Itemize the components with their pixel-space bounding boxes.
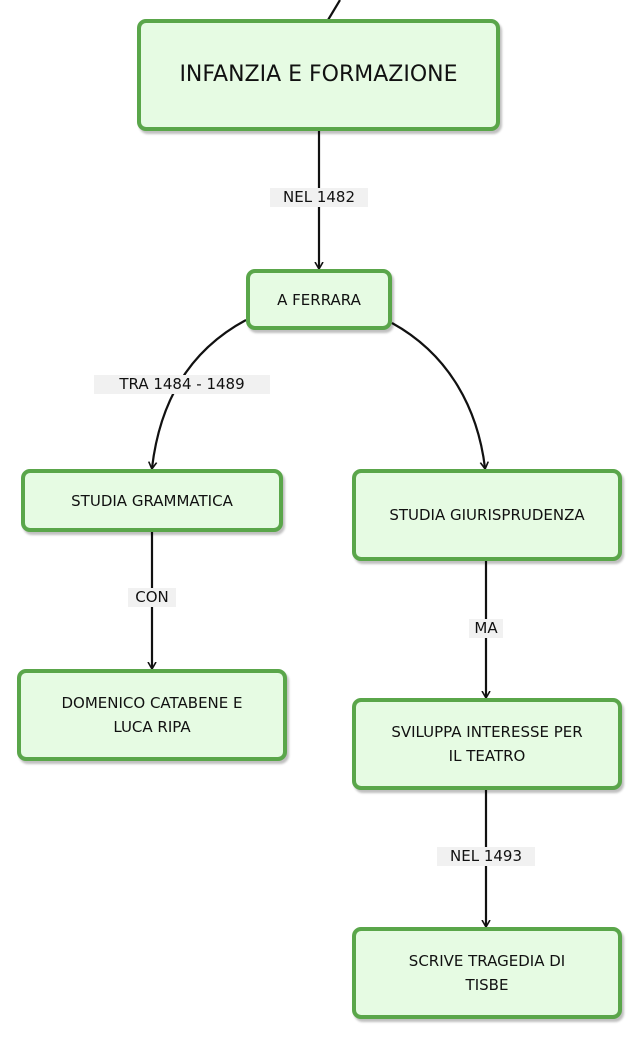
node-studia-grammatica[interactable]: STUDIA GRAMMATICA <box>21 469 283 532</box>
connector-ferrara-giurisprudenza <box>391 322 485 468</box>
node-tisbe-line2: TISBE <box>465 976 509 994</box>
link-label-nel-1493: NEL 1493 <box>437 847 535 866</box>
node-teatro[interactable]: SVILUPPA INTERESSE PER IL TEATRO <box>352 698 622 790</box>
node-a-ferrara[interactable]: A FERRARA <box>246 269 392 330</box>
connector-ferrara-grammatica <box>152 319 247 468</box>
node-tisbe[interactable]: SCRIVE TRAGEDIA DI TISBE <box>352 927 622 1019</box>
node-maestri-text: DOMENICO CATABENE E LUCA RIPA <box>61 691 242 739</box>
node-teatro-line2: IL TEATRO <box>448 747 526 765</box>
incoming-connector <box>327 0 341 21</box>
node-maestri-line1: DOMENICO CATABENE E <box>61 694 243 712</box>
link-label-tra-1484-1489: TRA 1484 - 1489 <box>94 375 270 394</box>
node-maestri[interactable]: DOMENICO CATABENE E LUCA RIPA <box>17 669 287 761</box>
link-label-ma: MA <box>469 619 503 638</box>
node-a-ferrara-text: A FERRARA <box>277 290 361 309</box>
node-teatro-text: SVILUPPA INTERESSE PER IL TEATRO <box>391 720 582 768</box>
link-label-nel-1482: NEL 1482 <box>270 188 368 207</box>
node-maestri-line2: LUCA RIPA <box>113 718 191 736</box>
node-teatro-line1: SVILUPPA INTERESSE PER <box>391 723 583 741</box>
node-studia-giurisprudenza[interactable]: STUDIA GIURISPRUDENZA <box>352 469 622 561</box>
node-infanzia-formazione[interactable]: INFANZIA E FORMAZIONE <box>137 19 500 131</box>
node-studia-grammatica-text: STUDIA GRAMMATICA <box>71 491 233 510</box>
node-tisbe-line1: SCRIVE TRAGEDIA DI <box>408 952 566 970</box>
node-studia-giurisprudenza-text: STUDIA GIURISPRUDENZA <box>389 506 585 524</box>
node-infanzia-formazione-text: INFANZIA E FORMAZIONE <box>179 62 458 88</box>
link-label-con: CON <box>128 588 176 607</box>
node-tisbe-text: SCRIVE TRAGEDIA DI TISBE <box>409 949 565 997</box>
